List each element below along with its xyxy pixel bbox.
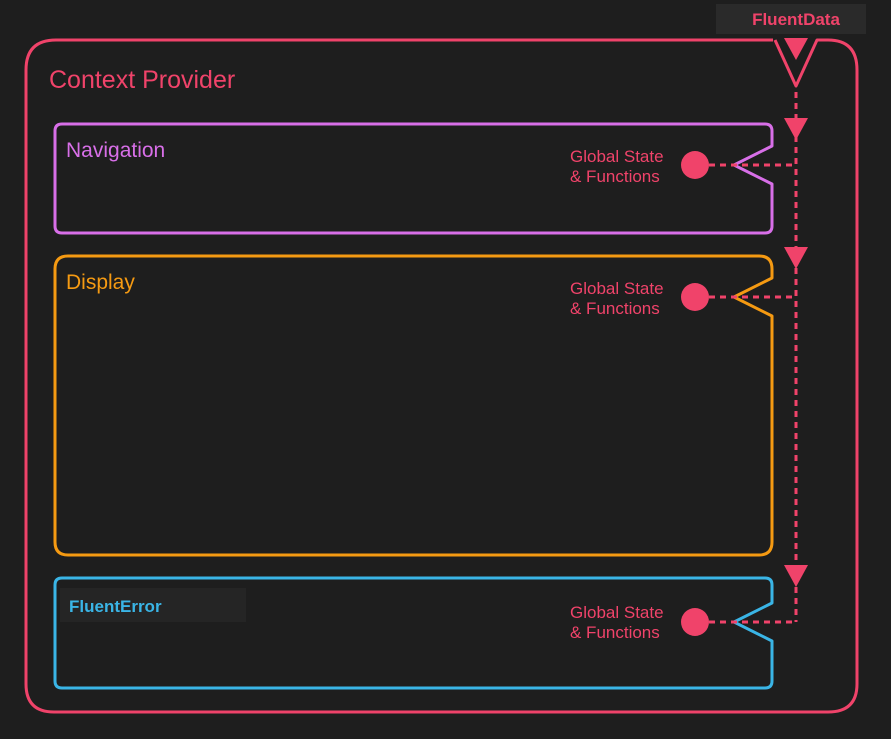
triangle-down-icon xyxy=(784,118,808,140)
navigation-component: Navigation Global State & Functions xyxy=(53,122,796,235)
context-provider-title: Context Provider xyxy=(49,66,235,94)
circle-dot-icon xyxy=(681,608,709,636)
navigation-port-label-line1: Global State xyxy=(570,147,664,166)
circle-dot-icon xyxy=(681,283,709,311)
triangle-down-icon xyxy=(784,565,808,587)
navigation-port-label-line2: & Functions xyxy=(570,167,660,186)
fluentdata-tag-bg xyxy=(716,4,866,34)
display-port-label-line1: Global State xyxy=(570,279,664,298)
fluenterror-title: FluentError xyxy=(69,597,162,616)
fluentdata-label: FluentData xyxy=(752,10,840,29)
display-port-label-line2: & Functions xyxy=(570,299,660,318)
fluenterror-port-label-line1: Global State xyxy=(570,603,664,622)
fluenterror-port-label-line2: & Functions xyxy=(570,623,660,642)
display-component: Display Global State & Functions xyxy=(53,254,796,557)
navigation-title: Navigation xyxy=(66,139,165,162)
triangle-down-icon xyxy=(784,247,808,269)
display-title: Display xyxy=(66,271,135,294)
navigation-box xyxy=(53,122,774,235)
fluenterror-box xyxy=(53,576,774,690)
display-box xyxy=(53,254,774,557)
fluenterror-component: FluentError Global State & Functions xyxy=(53,576,796,690)
context-provider-box xyxy=(24,38,859,714)
fluenterror-title-bg xyxy=(60,588,246,622)
fluentdata-tag: FluentData xyxy=(716,4,866,34)
triangle-down-icon xyxy=(784,38,808,60)
circle-dot-icon xyxy=(681,151,709,179)
